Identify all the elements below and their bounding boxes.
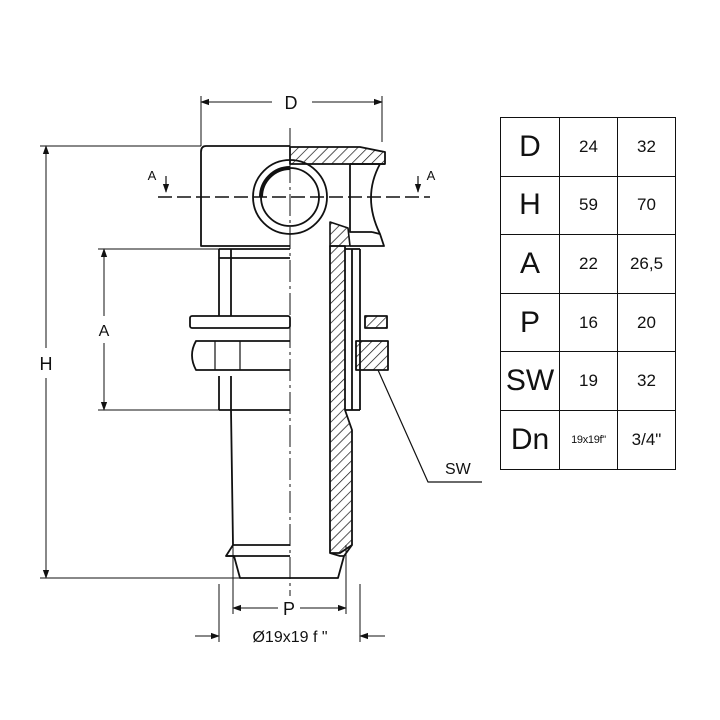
value-cell: 24 <box>559 117 618 177</box>
value-cell: 70 <box>617 175 676 236</box>
param-label: D <box>500 117 560 177</box>
value-cell: 16 <box>559 292 618 353</box>
table-row: H 59 70 <box>500 175 676 236</box>
table-row: SW 19 32 <box>500 351 676 411</box>
sw-leader-line <box>377 369 482 483</box>
table-row: D 24 32 <box>500 117 676 177</box>
dim-d-label: D <box>285 93 298 113</box>
value-cell: 20 <box>617 292 676 353</box>
dim-bore-line <box>195 584 385 642</box>
value-cell: 3/4" <box>617 409 676 470</box>
value-cell: 19 <box>559 351 618 411</box>
value-cell: 32 <box>617 351 676 411</box>
washer <box>189 315 388 329</box>
value-cell: 59 <box>559 175 618 236</box>
hose-barb <box>225 409 353 579</box>
dim-d-line <box>200 96 383 146</box>
head-section <box>289 146 386 247</box>
section-label-left: A <box>148 168 157 183</box>
dim-h-label: H <box>40 354 53 374</box>
table-row: P 16 20 <box>500 292 676 353</box>
value-cell: 32 <box>617 117 676 177</box>
dim-a-label: A <box>99 323 110 340</box>
hex-nut <box>191 340 389 371</box>
table-row: Dn 19x19f" 3/4" <box>500 409 676 470</box>
param-label: SW <box>500 351 560 411</box>
dim-bore-label: Ø19x19 f " <box>252 629 327 646</box>
value-cell: 26,5 <box>617 234 676 294</box>
param-label: A <box>500 234 560 294</box>
table-row: A 22 26,5 <box>500 234 676 294</box>
param-label: P <box>500 292 560 353</box>
threaded-body <box>218 248 290 411</box>
dim-h-line <box>40 145 240 579</box>
param-label: H <box>500 175 560 236</box>
section-label-right: A <box>427 168 436 183</box>
value-cell: 19x19f" <box>559 409 618 470</box>
tube-section <box>329 245 361 554</box>
dim-a-line <box>98 248 222 411</box>
spec-table: D 24 32 H 59 70 A 22 26,5 P 16 20 SW 19 … <box>500 117 676 470</box>
head-block <box>200 145 328 247</box>
section-line <box>158 176 430 198</box>
sw-callout-label: SW <box>445 461 472 478</box>
dim-p-label: P <box>283 599 295 619</box>
value-cell: 22 <box>559 234 618 294</box>
param-label: Dn <box>500 409 560 470</box>
